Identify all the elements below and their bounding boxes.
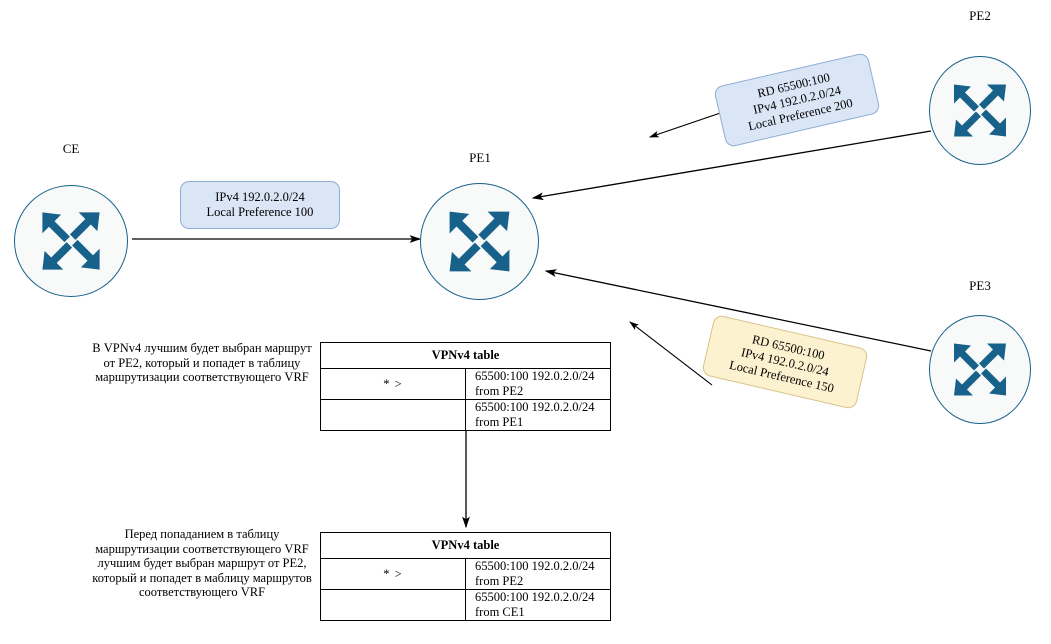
route-flag-cell: * > — [320, 368, 466, 400]
table-row[interactable]: * > 65500:100 192.0.2.0/24 from PE2 — [320, 368, 611, 400]
router-icon — [449, 211, 510, 272]
table-header-row: VPNv4 table — [320, 532, 611, 559]
route-text-cell: 65500:100 192.0.2.0/24 from PE2 — [465, 368, 611, 400]
callout-ce-line1: IPv4 192.0.2.0/24 — [215, 190, 305, 204]
router-pe2[interactable] — [929, 56, 1031, 165]
router-icon — [954, 84, 1006, 137]
callout-pe3-to-pe1: RD 65500:100 IPv4 192.0.2.0/24 Local Pre… — [701, 314, 869, 410]
route-text-cell: 65500:100 192.0.2.0/24 from PE2 — [465, 558, 611, 590]
table-header-row: VPNv4 table — [320, 342, 611, 369]
vpnv4-table-top: VPNv4 table * > 65500:100 192.0.2.0/24 f… — [320, 342, 611, 431]
callout-ce-to-pe1: IPv4 192.0.2.0/24 Local Preference 100 — [180, 181, 340, 229]
router-pe1[interactable] — [420, 183, 539, 300]
route-text-cell: 65500:100 192.0.2.0/24 from CE1 — [465, 589, 611, 621]
router-pe3-label: PE3 — [969, 278, 991, 293]
router-ce-label: CE — [62, 141, 80, 156]
note-upper: В VPNv4 лучшим будет выбран маршрут от P… — [92, 341, 312, 384]
route-flag-cell: * > — [320, 558, 466, 590]
table-row[interactable]: * > 65500:100 192.0.2.0/24 from PE2 — [320, 558, 611, 590]
table-row[interactable]: 65500:100 192.0.2.0/24 from CE1 — [320, 589, 611, 621]
callout-pe2-to-pe1: RD 65500:100 IPv4 192.0.2.0/24 Local Pre… — [713, 52, 881, 148]
router-ce[interactable] — [14, 185, 128, 297]
route-text-cell: 65500:100 192.0.2.0/24 from PE1 — [465, 399, 611, 431]
vpnv4-table-bottom: VPNv4 table * > 65500:100 192.0.2.0/24 f… — [320, 532, 611, 621]
router-icon — [42, 212, 100, 270]
table-header-cell: VPNv4 table — [320, 342, 611, 369]
router-pe2-label: PE2 — [969, 8, 991, 23]
router-icon — [954, 343, 1006, 396]
callout-ce-line2: Local Preference 100 — [206, 205, 314, 219]
router-pe3[interactable] — [929, 315, 1031, 424]
route-flag-cell — [320, 399, 466, 431]
router-pe1-label: PE1 — [469, 150, 491, 165]
route-flag-cell — [320, 589, 466, 621]
note-lower: Перед попаданием в таблицу маршрутизации… — [92, 527, 312, 599]
table-header-cell: VPNv4 table — [320, 532, 611, 559]
table-row[interactable]: 65500:100 192.0.2.0/24 from PE1 — [320, 399, 611, 431]
leader-pe3-callout — [629, 321, 713, 386]
